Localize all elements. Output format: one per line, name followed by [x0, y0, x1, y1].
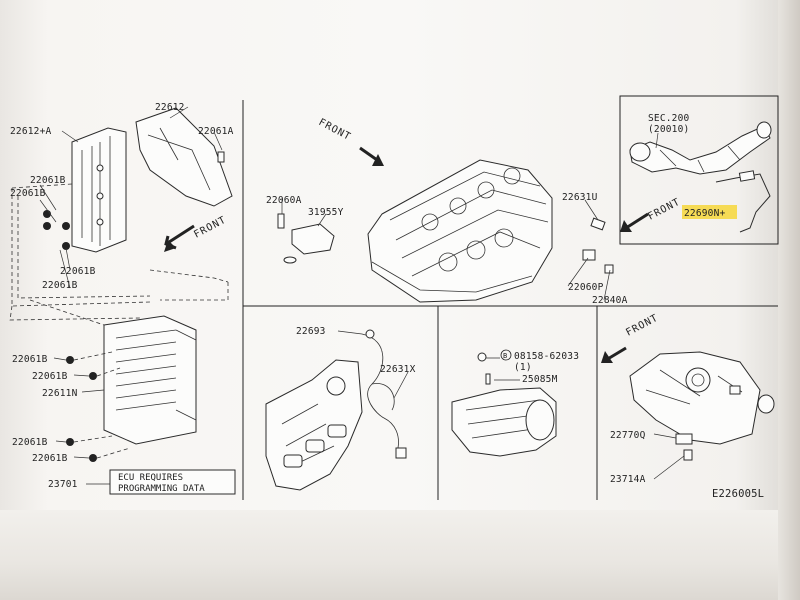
bolt-b-icon — [66, 356, 97, 462]
exhaust-inset-box — [619, 95, 779, 245]
turbo-drawing — [629, 351, 775, 480]
cam-sensor-icon — [590, 217, 606, 231]
label-22611n: 22611N — [42, 388, 78, 399]
label-23701: 23701 — [48, 479, 78, 490]
label-bolt-qty: (1) — [514, 362, 532, 373]
label-22612: 22612 — [155, 102, 185, 113]
intake-manifold-drawing — [451, 352, 557, 457]
monitor-bezel-right — [778, 0, 800, 600]
label-22061b-3: 22061B — [60, 266, 96, 277]
label-25085m: 25085M — [522, 374, 558, 385]
panel-borders — [242, 95, 779, 500]
front-arrow-icon — [359, 146, 384, 166]
label-22631x: 22631X — [380, 364, 416, 375]
label-22770q: 22770Q — [610, 430, 646, 441]
front-label-2: FRONT — [317, 117, 353, 143]
label-sec200: SEC.200 — [648, 113, 690, 124]
monitor-bezel-bottom — [0, 510, 800, 600]
label-22060a: 22060A — [266, 195, 302, 206]
engine-block-drawing — [277, 159, 614, 303]
front-arrow-icon — [601, 346, 627, 363]
label-23714a: 23714A — [610, 474, 646, 485]
front-arrow-icon — [164, 224, 195, 252]
crank-sensor-icon — [582, 249, 614, 274]
label-22690n-plus: 22690N+ — [684, 208, 726, 219]
ecu-note-line1: ECU REQUIRES — [118, 473, 183, 483]
front-arrow-icon — [620, 212, 649, 232]
front-label-1: FRONT — [192, 214, 228, 240]
label-31955y: 31955Y — [308, 207, 344, 218]
front-label-3: FRONT — [646, 196, 682, 222]
label-22060p: 22060P — [568, 282, 604, 293]
knock-sensor-icon — [277, 213, 335, 264]
label-22061b-7: 22061B — [12, 437, 48, 448]
exhaust-catalyst-drawing — [629, 121, 772, 233]
label-22061b-5: 22061B — [12, 354, 48, 365]
label-22061a: 22061A — [198, 126, 234, 137]
bolt-ref-circle — [500, 349, 512, 361]
bolt-b-icon — [43, 210, 70, 250]
label-22061b-6: 22061B — [32, 371, 68, 382]
label-22840a: 22840A — [592, 295, 628, 306]
label-sec200-ref: (20010) — [648, 124, 689, 135]
o2-sensor-highlight — [682, 205, 737, 219]
front-label-4: FRONT — [624, 312, 660, 338]
label-08158-62033: 08158-62033 — [514, 351, 579, 362]
diagram-code: E226005L — [712, 488, 764, 500]
label-22061b-2: 22061B — [10, 188, 46, 199]
bolt-ref-circle-letter: B — [503, 352, 507, 360]
label-22631u: 22631U — [562, 192, 598, 203]
ecu-note-line2: PROGRAMMING DATA — [118, 484, 205, 494]
label-22061b-1: 22061B — [30, 175, 66, 186]
ecu-bracket-drawing — [9, 106, 236, 495]
label-22693: 22693 — [296, 326, 326, 337]
label-22061b-4: 22061B — [42, 280, 78, 291]
ecu-note-box — [109, 469, 236, 495]
label-22612-plus-a: 22612+A — [10, 126, 52, 137]
label-22061b-8: 22061B — [32, 453, 68, 464]
exhaust-manifold-drawing — [265, 329, 409, 491]
